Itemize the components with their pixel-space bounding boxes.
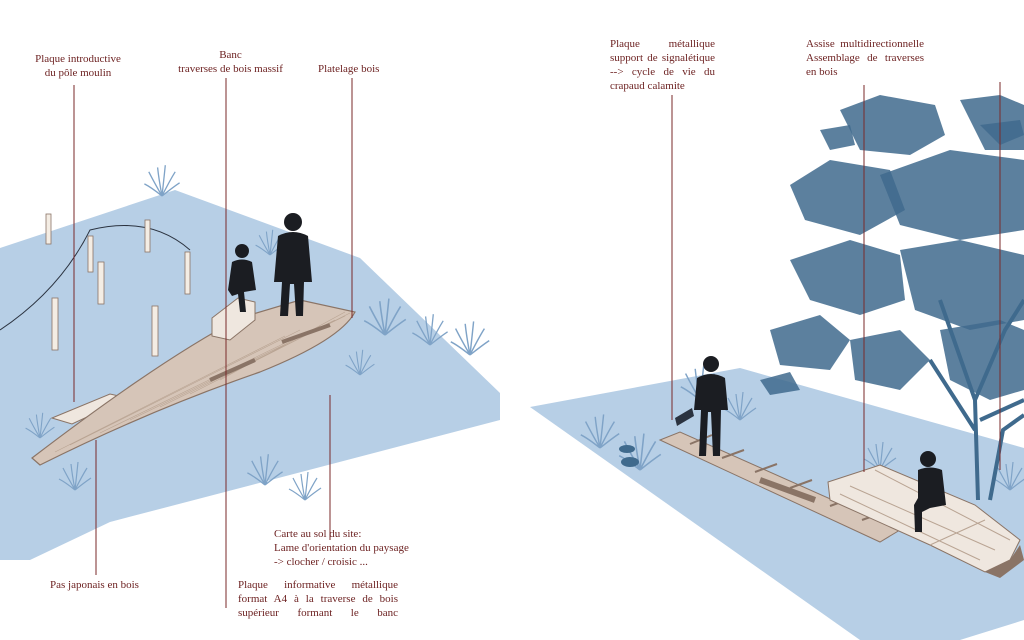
label-plaque-introductive: Plaque introductive du pôle moulin <box>35 53 121 79</box>
person-silhouette-icon <box>694 356 728 456</box>
label-assise: Assise multidirectionnelle Assemblage de… <box>806 38 924 78</box>
person-silhouette-icon <box>274 213 312 316</box>
stone <box>621 457 639 467</box>
tree-foliage <box>760 95 1024 400</box>
label-platelage: Platelage bois <box>318 63 380 75</box>
left-scene <box>0 164 500 560</box>
post-arc-line <box>0 225 191 331</box>
deck-slat <box>209 323 331 382</box>
grass-tuft-icon <box>450 320 490 356</box>
wooden-post-icon <box>45 213 191 357</box>
right-ground-plane <box>530 368 1024 640</box>
grass-tuft-icon <box>288 471 322 501</box>
tree-trunk <box>928 298 1024 501</box>
signage-plaque <box>675 408 694 426</box>
person-silhouette-icon <box>228 244 256 312</box>
seat-traverses <box>839 469 1011 561</box>
label-pas-japonais: Pas japonais en bois <box>50 579 139 591</box>
person-silhouette-icon <box>914 451 946 532</box>
right-scene <box>530 95 1024 640</box>
stone <box>619 445 635 453</box>
label-plaque-informative: Plaque informative métallique format A4 … <box>238 579 398 619</box>
seat-end-block <box>985 545 1024 578</box>
label-carte-sol: Carte au sol du site: Lame d'orientation… <box>274 528 409 568</box>
label-banc: Banc traverses de bois massif <box>178 49 283 75</box>
label-plaque-metallique: Plaque métallique support de signalétiqu… <box>610 38 715 92</box>
leader-lines <box>73 78 1001 608</box>
